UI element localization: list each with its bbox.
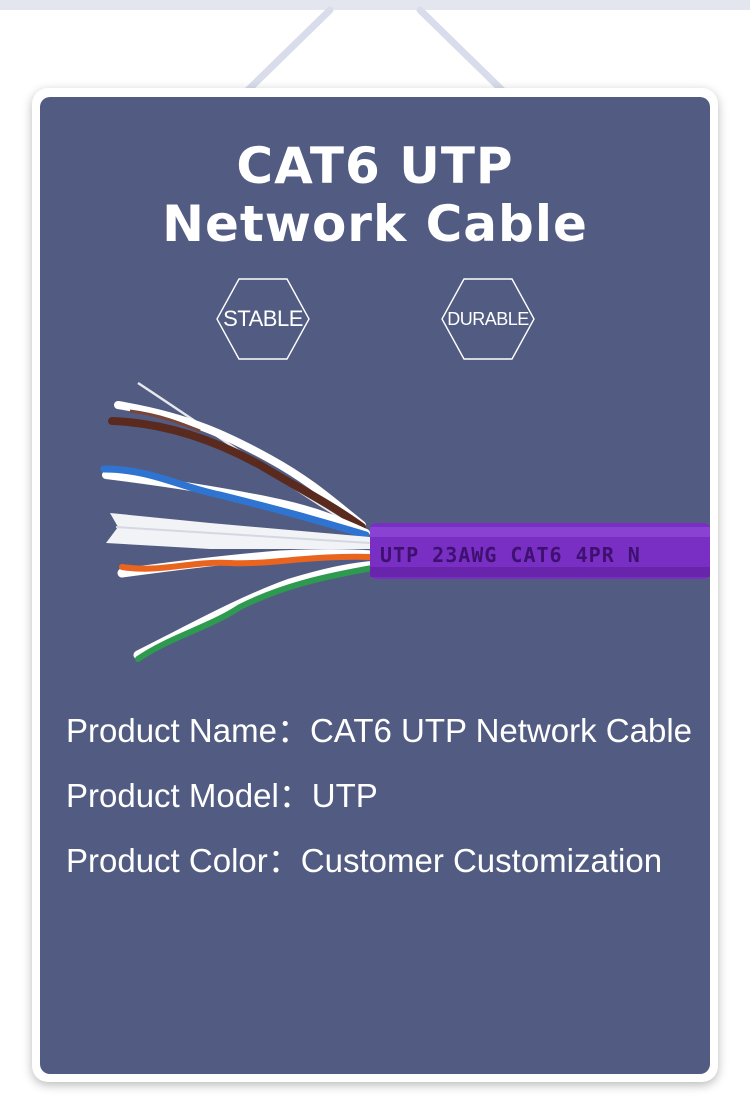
top-band [0, 0, 750, 10]
cable-image: UTP 23AWG CAT6 4PR N [100, 381, 710, 662]
spec-separator: ： [267, 842, 301, 879]
hanger-strings [242, 6, 508, 96]
spec-value: UTP [311, 777, 378, 814]
title-line-1: CAT6 UTP [236, 137, 514, 195]
spec-separator: ： [276, 712, 310, 749]
hexagon-icon [441, 278, 535, 360]
product-card: CAT6 UTP Network Cable STABLE DURABLE [40, 97, 710, 1074]
page-title: CAT6 UTP Network Cable [40, 137, 710, 253]
title-line-2: Network Cable [162, 195, 588, 253]
jacket-print: UTP 23AWG CAT6 4PR N [380, 543, 641, 567]
spec-label: Product Model [66, 777, 279, 814]
badge-durable: DURABLE [440, 277, 536, 361]
badge-stable: STABLE [215, 277, 311, 361]
spec-product-model: Product Model：UTP [66, 774, 706, 839]
spec-label: Product Name [66, 712, 277, 749]
badge-label: DURABLE [447, 309, 529, 329]
spec-label: Product Color [66, 842, 268, 879]
badge-label: STABLE [223, 306, 303, 331]
spec-list: Product Name：CAT6 UTP Network Cable Prod… [66, 709, 706, 904]
spec-product-name: Product Name：CAT6 UTP Network Cable [66, 709, 706, 774]
hexagon-icon [216, 278, 310, 360]
spec-product-color: Product Color：Customer Customization [66, 839, 706, 904]
spec-value: Customer Customization [300, 842, 663, 879]
spec-value: CAT6 UTP Network Cable [309, 712, 692, 749]
spec-separator: ： [278, 777, 312, 814]
